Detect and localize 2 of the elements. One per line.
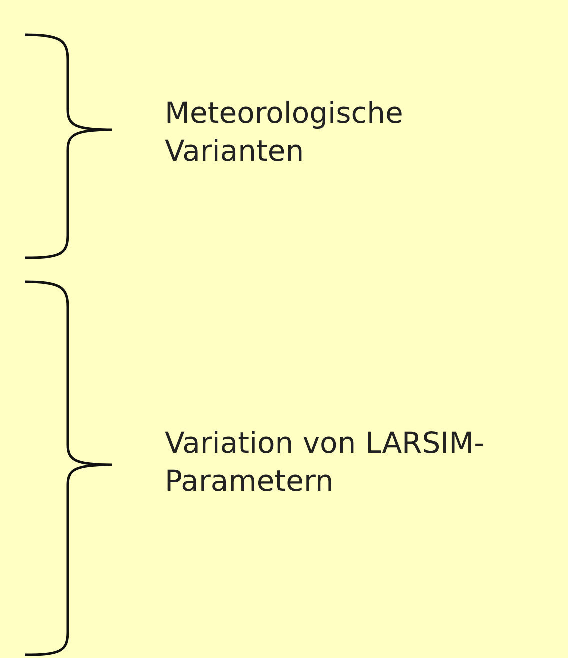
bracket-label: Meteorologische Varianten [165,95,404,170]
bracket-label: Variation von LARSIM-Parametern [165,425,486,500]
